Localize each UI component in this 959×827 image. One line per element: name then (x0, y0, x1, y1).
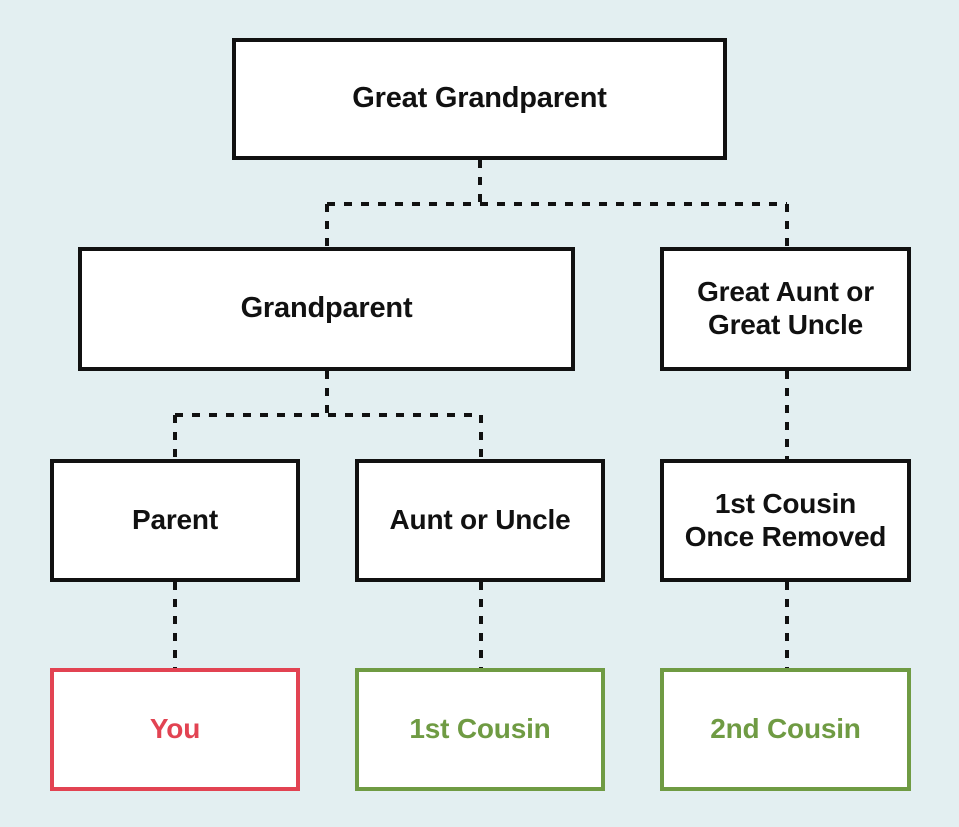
node-aunt-or-uncle-line-1: Aunt or Uncle (389, 504, 571, 536)
node-second-cousin-label: 2nd Cousin (710, 713, 861, 746)
edge-great-grandparent-to-generation-2 (325, 160, 789, 247)
node-great-aunt-or-great-uncle-label: Great Aunt or Great Uncle (697, 276, 874, 342)
node-first-cousin-line-1: 1st Cousin (409, 713, 551, 745)
node-grandparent: Grandparent (78, 247, 575, 371)
node-you-line-1: You (149, 713, 201, 745)
edge-grandparent-to-generation-3 (173, 371, 483, 459)
node-great-aunt-or-great-uncle: Great Aunt or Great Uncle (660, 247, 911, 371)
node-parent: Parent (50, 459, 300, 582)
node-aunt-or-uncle-label: Aunt or Uncle (390, 504, 571, 537)
node-you-label: You (150, 713, 200, 746)
node-second-cousin: 2nd Cousin (660, 668, 911, 791)
node-great-grandparent-line-1: Great Grandparent (352, 82, 607, 115)
node-first-cousin-once-removed-line-2: Once Removed (684, 520, 887, 552)
node-parent-line-1: Parent (132, 504, 218, 536)
node-grandparent-line-1: Grandparent (240, 292, 413, 325)
node-great-aunt-or-great-uncle-line-1: Great Aunt or (697, 276, 874, 308)
node-you: You (50, 668, 300, 791)
node-first-cousin-once-removed-label: 1st Cousin Once Removed (684, 487, 887, 554)
node-great-grandparent: Great Grandparent (232, 38, 727, 160)
node-great-aunt-or-great-uncle-line-2: Great Uncle (708, 309, 863, 340)
node-first-cousin-label: 1st Cousin (409, 713, 550, 746)
node-great-grandparent-label: Great Grandparent (352, 82, 607, 116)
node-first-cousin-once-removed-line-1: 1st Cousin (714, 487, 857, 519)
node-first-cousin-once-removed: 1st Cousin Once Removed (660, 459, 911, 582)
node-aunt-or-uncle: Aunt or Uncle (355, 459, 605, 582)
node-grandparent-label: Grandparent (241, 292, 413, 326)
node-parent-label: Parent (132, 504, 218, 537)
node-second-cousin-line-1: 2nd Cousin (710, 713, 861, 745)
node-first-cousin: 1st Cousin (355, 668, 605, 791)
